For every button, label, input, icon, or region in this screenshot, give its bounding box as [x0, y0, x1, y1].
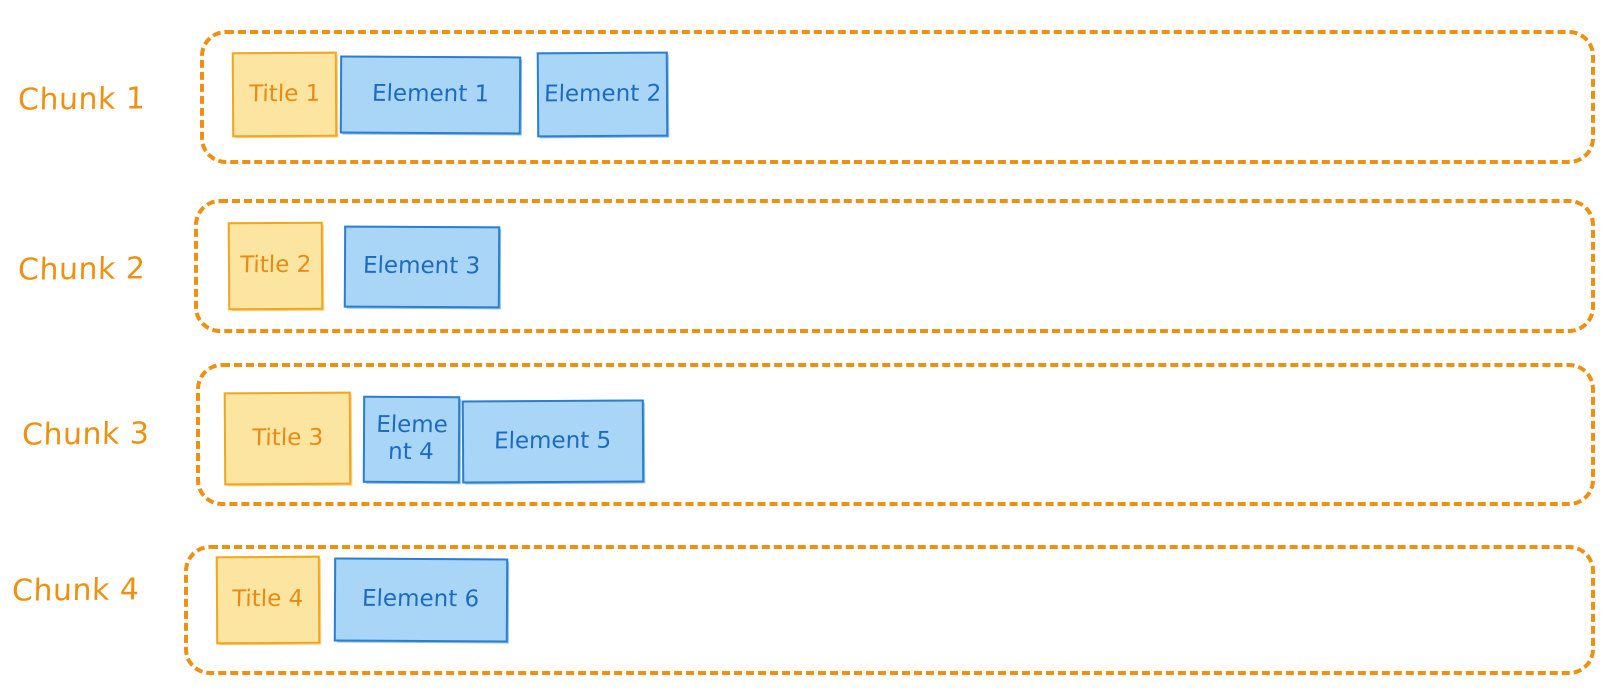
node-label: Title 1 [248, 80, 321, 108]
chunk-container-4 [184, 545, 1595, 675]
node-label: Element 6 [361, 586, 481, 613]
node-label: Element 3 [362, 253, 482, 280]
title-box-title-2[interactable]: Title 2 [227, 221, 324, 311]
title-box-title-4[interactable]: Title 4 [215, 555, 321, 645]
chunk-label-4: Chunk 4 [11, 572, 140, 609]
node-label: Eleme nt 4 [375, 412, 449, 466]
chunk-container-1 [200, 30, 1595, 164]
node-label: Title 4 [232, 586, 305, 613]
chunk-container-2 [194, 199, 1595, 333]
element-box-element-2[interactable]: Element 2 [536, 51, 669, 138]
element-box-element-1[interactable]: Element 1 [339, 55, 522, 135]
chunk-label-2: Chunk 2 [17, 251, 146, 288]
chunk-label-3: Chunk 3 [21, 416, 150, 453]
node-label: Element 5 [494, 427, 612, 455]
node-label: Title 2 [239, 252, 312, 279]
element-box-element-3[interactable]: Element 3 [343, 225, 501, 309]
element-box-eleme-nt-4[interactable]: Eleme nt 4 [362, 395, 461, 484]
title-box-title-1[interactable]: Title 1 [231, 51, 338, 138]
node-label: Element 2 [543, 80, 662, 108]
element-box-element-5[interactable]: Element 5 [461, 399, 645, 484]
element-box-element-6[interactable]: Element 6 [333, 557, 509, 643]
chunk-label-1: Chunk 1 [17, 81, 146, 118]
node-label: Element 1 [371, 81, 490, 108]
node-label: Title 3 [251, 424, 324, 452]
title-box-title-3[interactable]: Title 3 [223, 391, 352, 486]
chunk-container-3 [196, 363, 1595, 506]
